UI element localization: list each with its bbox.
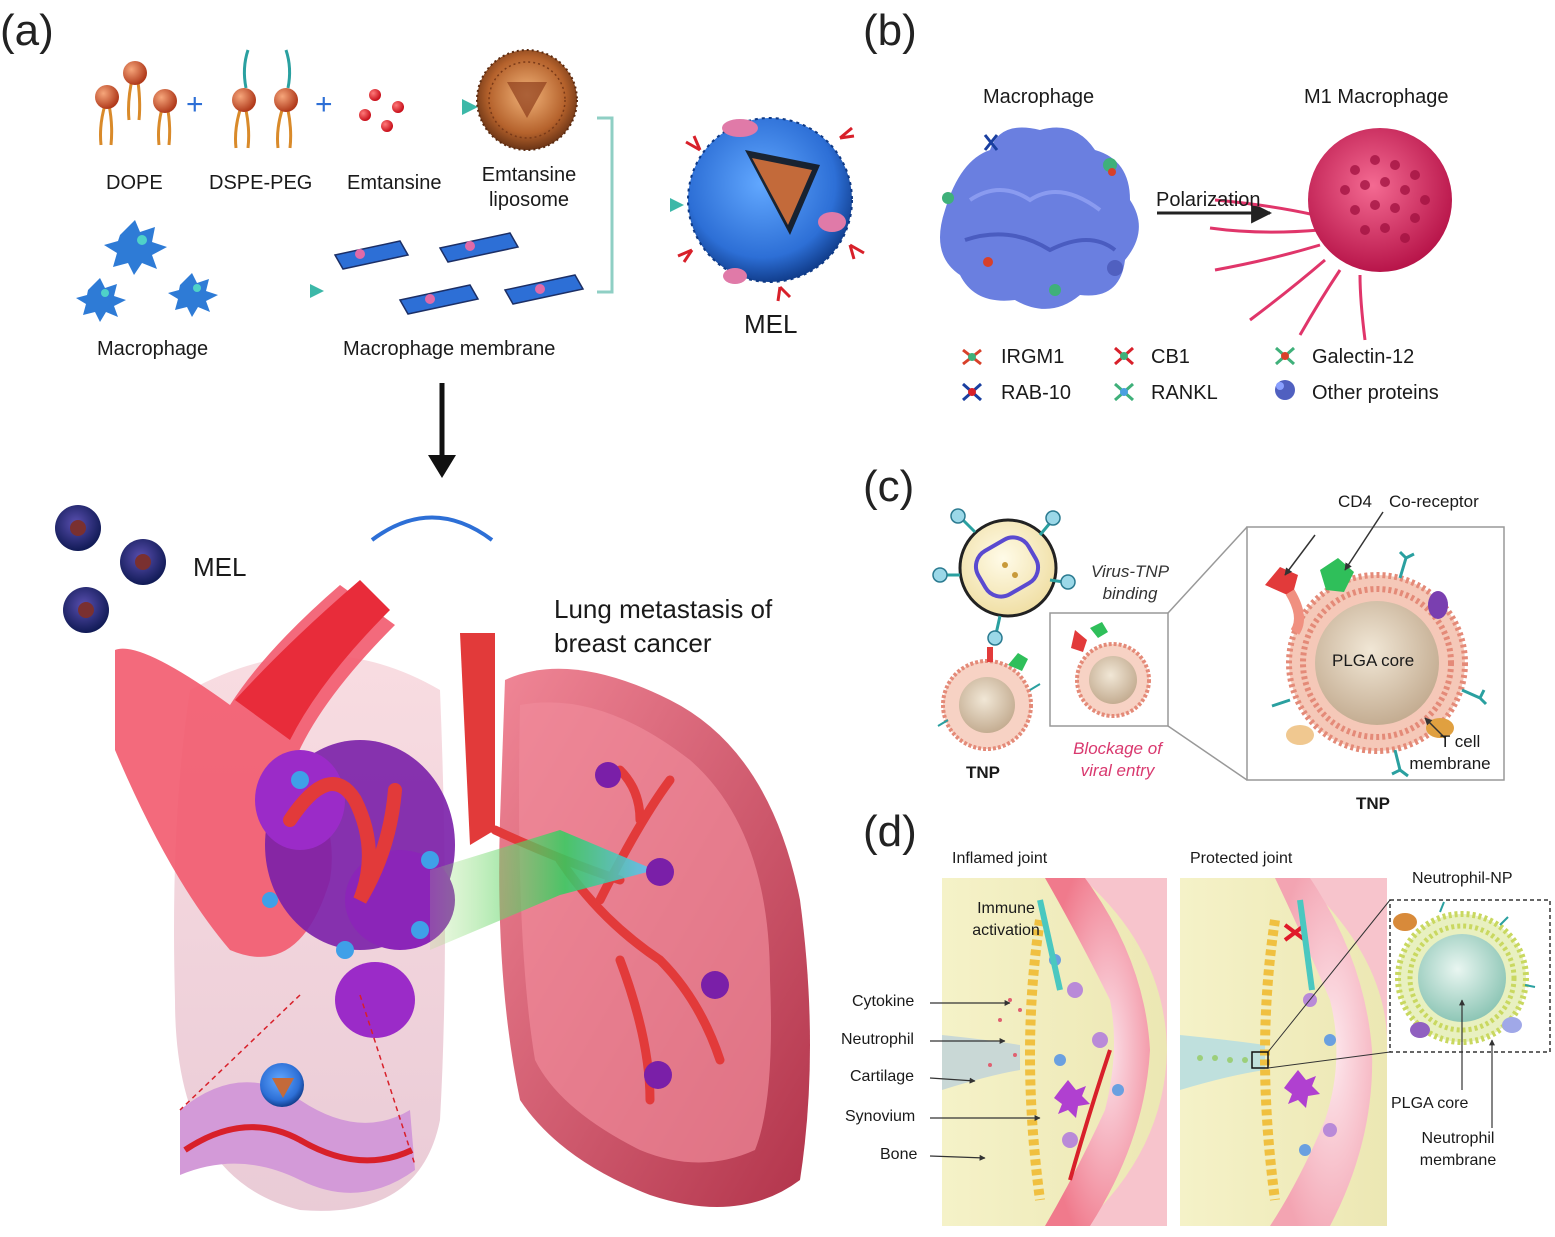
cytokine-label: Cytokine xyxy=(852,993,915,1010)
plga-core-label-c: PLGA core xyxy=(1332,651,1415,670)
protected-joint-illustration xyxy=(1180,878,1391,1226)
plga-core-label-d: PLGA core xyxy=(1391,1095,1469,1112)
dope-label: DOPE xyxy=(106,172,163,194)
surface-protein-icons xyxy=(942,134,1123,296)
cartilage-label: Cartilage xyxy=(850,1068,915,1085)
tnp-large xyxy=(1265,511,1488,778)
legend-galectin-12: Galectin-12 xyxy=(1312,346,1415,368)
legend-cb1: CB1 xyxy=(1151,346,1190,368)
cd4-label: CD4 xyxy=(1338,492,1373,511)
panel-a-letter: (a) xyxy=(0,6,54,55)
blockage-label: Blockage of viral entry xyxy=(1060,738,1175,782)
immune-line1: Immune xyxy=(977,900,1035,917)
nmem-line2: membrane xyxy=(1419,1152,1497,1169)
macrophage-cell-large xyxy=(940,127,1139,309)
tcell-line2: membrane xyxy=(1409,754,1491,773)
legend-icons xyxy=(962,346,1295,402)
m1-macrophage-cell xyxy=(1209,128,1452,341)
arrowhead xyxy=(670,198,684,212)
zoom-lines xyxy=(1167,526,1248,781)
lung-metastasis-line2: breast cancer xyxy=(554,628,712,658)
emtansine-liposome-line1: Emtansine xyxy=(481,164,577,186)
co-receptor-label: Co-receptor xyxy=(1389,492,1479,511)
lung-metastasis-label: Lung metastasis of breast cancer xyxy=(554,592,772,660)
neutrophil-np-particle xyxy=(1393,901,1536,1128)
bone-label: Bone xyxy=(880,1146,918,1163)
panel-c-letter: (c) xyxy=(863,462,915,511)
neutrophil-np-label: Neutrophil-NP xyxy=(1412,870,1513,887)
neutrophil-np-box xyxy=(1389,899,1551,1053)
blood-vessel xyxy=(235,580,390,740)
mel-label-bottom: MEL xyxy=(193,552,247,582)
lung-metastasis-line1: Lung metastasis of xyxy=(554,594,773,624)
dspe-peg-lipid-icon xyxy=(232,49,298,149)
virus-particle xyxy=(932,508,1076,646)
plus-sign-1: + xyxy=(186,88,204,121)
joint-label-leaders xyxy=(929,1000,1041,1161)
tnp-label-right: TNP xyxy=(1356,794,1390,813)
arrowhead xyxy=(310,284,324,298)
metastasis-nodules xyxy=(595,762,729,1089)
zoom-box-small xyxy=(1049,612,1169,727)
tcell-line1: T cell xyxy=(1440,732,1481,751)
emtansine-liposome-icon xyxy=(476,49,578,151)
immune-line2: activation xyxy=(972,922,1040,939)
neutrophil-label: Neutrophil xyxy=(841,1031,914,1048)
tnp-small-left xyxy=(937,647,1041,751)
immune-activation-label: Immune activation xyxy=(960,898,1052,942)
macrophage-cell-icon xyxy=(76,220,218,322)
emtansine-drug-icon xyxy=(359,89,404,132)
m1-macrophage-title: M1 Macrophage xyxy=(1304,86,1449,108)
arrowhead xyxy=(462,99,478,115)
zoom-box-large xyxy=(1246,526,1505,781)
tnp-label-left: TNP xyxy=(966,763,1000,782)
nmem-line1: Neutrophil xyxy=(1421,1130,1495,1147)
macrophage-label: Macrophage xyxy=(97,338,209,360)
macrophage-title: Macrophage xyxy=(983,86,1095,108)
legend-other-proteins: Other proteins xyxy=(1312,382,1439,404)
right-lung-inner xyxy=(519,702,771,1163)
macrophage-membrane-label: Macrophage membrane xyxy=(343,338,556,360)
macrophage-membrane-fragments xyxy=(333,232,585,315)
legend-irgm1: IRGM1 xyxy=(1001,346,1065,368)
neutrophil-membrane-label: Neutrophil membrane xyxy=(1408,1128,1508,1172)
binding-line2: binding xyxy=(1102,584,1158,603)
combine-bracket xyxy=(597,116,614,294)
plus-sign-2: + xyxy=(315,88,333,121)
panel-d-letter: (d) xyxy=(863,807,917,856)
emtansine-liposome-label: Emtansine liposome xyxy=(474,163,584,213)
membrane-fusion-detail xyxy=(179,994,416,1193)
blockage-line2: viral entry xyxy=(1080,761,1155,780)
panel-b-letter: (b) xyxy=(863,6,917,55)
legend-rab-10: RAB-10 xyxy=(1001,382,1072,404)
dspe-peg-label: DSPE-PEG xyxy=(209,172,313,194)
down-arrowhead xyxy=(428,455,456,478)
blockage-line1: Blockage of xyxy=(1073,739,1162,758)
binding-line1: Virus-TNP xyxy=(1090,562,1170,581)
tnp-bound-virus xyxy=(1071,622,1151,718)
emtansine-label: Emtansine xyxy=(347,172,442,194)
mel-label-top: MEL xyxy=(744,309,798,339)
inflamed-joint-illustration xyxy=(942,878,1167,1226)
cycle-arrow xyxy=(370,515,494,542)
mel-nanoparticle-icon xyxy=(677,117,865,302)
t-cell-membrane-label: T cell membrane xyxy=(1400,731,1500,775)
synovium-label: Synovium xyxy=(845,1108,916,1125)
trachea xyxy=(460,633,495,845)
tumor-mass xyxy=(255,740,455,1038)
polarization-label: Polarization xyxy=(1156,189,1261,211)
virus-tnp-binding-label: Virus-TNP binding xyxy=(1080,561,1180,605)
protected-joint-title: Protected joint xyxy=(1190,850,1293,867)
dope-lipid-icon xyxy=(95,61,177,146)
inflamed-joint-title: Inflamed joint xyxy=(952,850,1048,867)
legend-rankl: RANKL xyxy=(1151,382,1218,404)
imaging-beam xyxy=(430,830,655,950)
emtansine-liposome-line2: liposome xyxy=(488,189,570,211)
mel-particles-bottom xyxy=(55,505,166,633)
